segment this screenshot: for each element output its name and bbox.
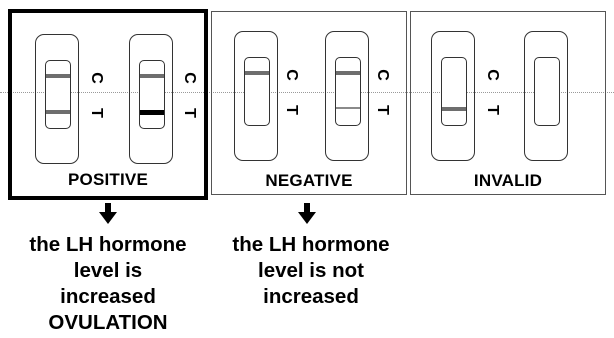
panel-label-positive: POSITIVE [67, 170, 148, 189]
negative-panel: C T C T NEGATIVE [211, 11, 407, 195]
result-window [441, 57, 467, 126]
control-line [336, 71, 360, 75]
note-line: level is [73, 259, 143, 282]
test-label: T [484, 105, 501, 115]
test-cassette [129, 34, 173, 164]
negative-note: the LH hormone level is not increased [211, 232, 411, 310]
test-cassette [234, 31, 278, 161]
test-line [46, 110, 70, 114]
control-line [46, 74, 70, 78]
test-cassette [431, 31, 475, 161]
control-line [140, 74, 164, 78]
positive-note: the LH hormone level is increased OVULAT… [8, 232, 208, 336]
test-cassette [35, 34, 79, 164]
test-label: T [374, 105, 391, 115]
arrow-down-icon [99, 203, 117, 224]
test-label: T [88, 108, 105, 118]
note-line: the LH hormone [232, 233, 390, 256]
note-line: increased [60, 285, 156, 308]
test-label: T [181, 108, 198, 118]
control-label: C [484, 69, 501, 81]
result-window [244, 57, 270, 126]
control-label: C [374, 69, 391, 81]
result-window [335, 57, 361, 126]
control-label: C [181, 72, 198, 84]
test-line [442, 107, 466, 111]
test-line-faint [336, 107, 360, 109]
positive-panel: C T C T POSITIVE [8, 9, 208, 200]
panel-label-invalid: INVALID [473, 171, 543, 190]
note-line: increased [263, 285, 359, 308]
arrow-down-icon [298, 203, 316, 224]
note-line: OVULATION [48, 311, 168, 334]
result-window [45, 60, 71, 129]
result-window [139, 60, 165, 129]
invalid-panel: C T INVALID [410, 11, 606, 195]
test-line-strong [140, 110, 164, 115]
control-label: C [88, 72, 105, 84]
panel-label-negative: NEGATIVE [265, 171, 353, 190]
control-label: C [283, 69, 300, 81]
test-cassette [325, 31, 369, 161]
result-window-empty [534, 57, 560, 126]
test-cassette [524, 31, 568, 161]
dotted-guide-line [0, 92, 614, 93]
test-label: T [283, 105, 300, 115]
note-line: level is not [258, 259, 364, 282]
note-line: the LH hormone [29, 233, 187, 256]
control-line [245, 71, 269, 75]
